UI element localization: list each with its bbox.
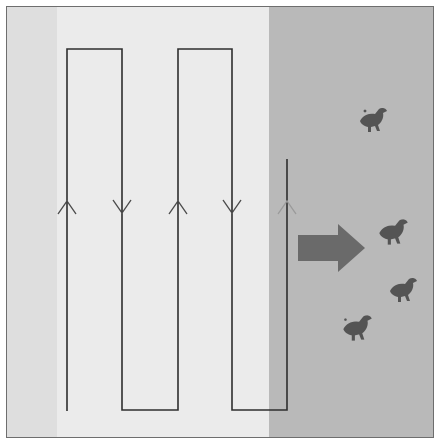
- diagram-frame: [6, 6, 434, 438]
- serpentine-path-diagram: [7, 7, 434, 438]
- shaded-region: [269, 7, 434, 438]
- highlight-region: [57, 7, 269, 438]
